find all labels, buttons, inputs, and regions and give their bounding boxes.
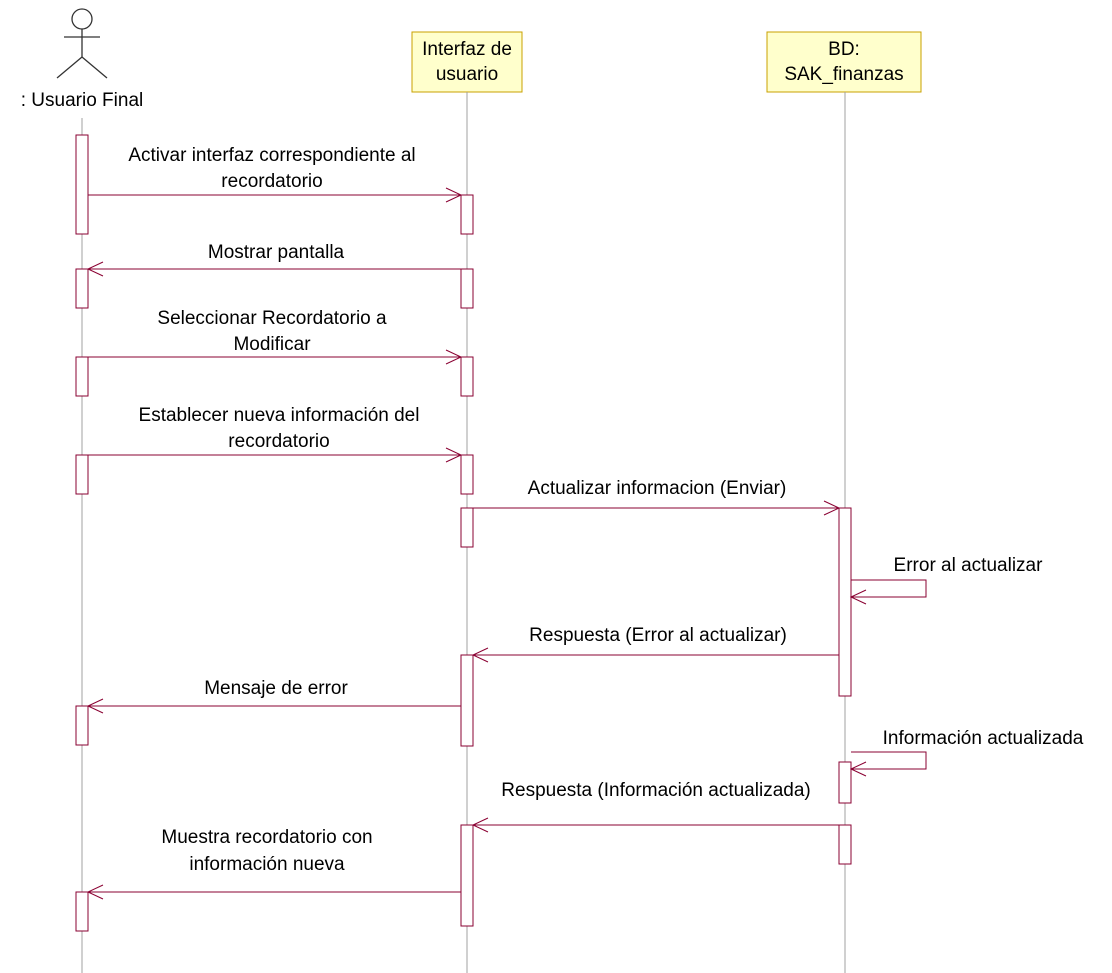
message-label: Respuesta (Información actualizada) — [501, 780, 810, 801]
activation-bar — [75, 134, 89, 235]
participant-label-line2: SAK_finanzas — [784, 64, 903, 85]
activation-bar — [75, 356, 89, 397]
message-informacion-actualizada — [849, 751, 927, 777]
message-seleccionar-recordatorio — [88, 349, 463, 365]
message-label: Actualizar informacion (Enviar) — [528, 478, 787, 499]
message-label: Error al actualizar — [894, 555, 1044, 576]
message-muestra-recordatorio — [86, 884, 461, 900]
activation-bar — [75, 891, 89, 932]
message-mostrar-pantalla — [86, 261, 461, 277]
activation-bar — [460, 454, 474, 495]
message-respuesta-informacion — [471, 817, 839, 833]
messages — [86, 187, 927, 900]
activation-bar — [75, 705, 89, 746]
activation-bar — [838, 507, 852, 697]
activations — [75, 134, 852, 932]
participant-box — [766, 31, 922, 93]
activation-bar — [460, 356, 474, 397]
activation-bar — [75, 454, 89, 495]
message-label: Información actualizada — [883, 728, 1084, 749]
activation-bar — [460, 194, 474, 235]
activation-bar — [460, 507, 474, 548]
message-label: Activar interfaz correspondiente al — [128, 145, 415, 166]
activation-bar — [460, 654, 474, 747]
activation-bar — [838, 824, 852, 865]
activation-bar — [460, 268, 474, 309]
message-respuesta-error — [471, 647, 839, 663]
message-label: Establecer nueva información del — [139, 405, 420, 426]
message-establecer-informacion — [88, 447, 463, 463]
activation-bar — [838, 761, 852, 804]
message-label: información nueva — [189, 854, 345, 875]
stick-figure-icon — [56, 8, 108, 79]
message-label: Mensaje de error — [204, 678, 348, 699]
participant-label-line1: Interfaz de — [422, 39, 512, 60]
activation-bar — [75, 268, 89, 309]
message-label: Muestra recordatorio con — [161, 827, 372, 848]
message-label: recordatorio — [228, 431, 329, 452]
message-mensaje-de-error — [86, 698, 461, 714]
message-label: recordatorio — [221, 171, 322, 192]
participant-label-line1: BD: — [828, 39, 860, 60]
message-actualizar-informacion — [473, 500, 841, 516]
message-label: Respuesta (Error al actualizar) — [529, 625, 787, 646]
message-labels: Activar interfaz correspondiente al reco… — [128, 145, 1083, 875]
participant-interfaz-usuario: Interfaz de usuario — [411, 31, 523, 93]
actor-name: : Usuario Final — [21, 90, 144, 111]
message-activar-interfaz — [88, 187, 463, 203]
participant-bd-sak-finanzas: BD: SAK_finanzas — [766, 31, 922, 93]
participant-box — [411, 31, 523, 93]
message-error-al-actualizar — [849, 579, 927, 605]
message-label: Modificar — [233, 334, 311, 355]
participant-label-line2: usuario — [436, 64, 498, 85]
activation-bar — [460, 824, 474, 927]
message-label: Mostrar pantalla — [208, 242, 345, 263]
message-label: Seleccionar Recordatorio a — [157, 308, 387, 329]
actor-usuario-final: : Usuario Final — [21, 8, 144, 111]
